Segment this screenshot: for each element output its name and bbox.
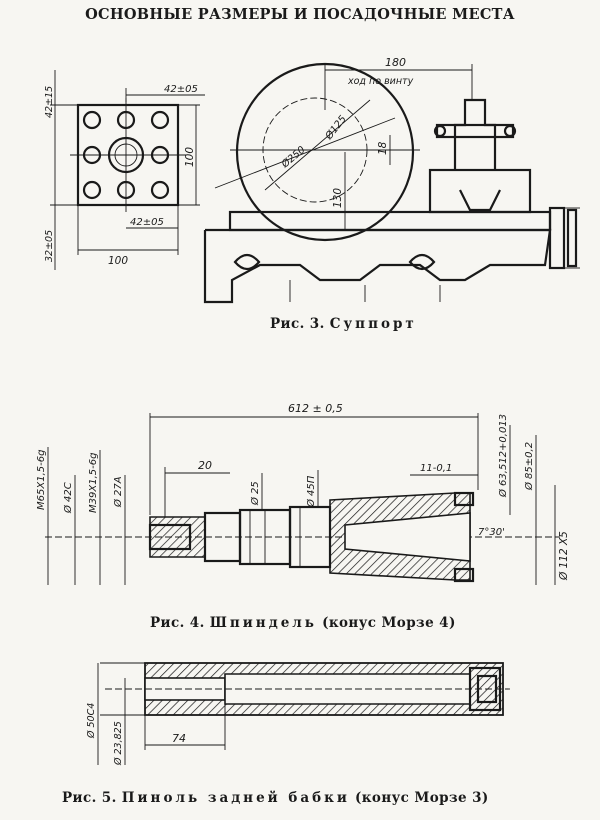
dim-travel: 180: [385, 56, 406, 69]
figure-4-caption-title: Шпиндель: [209, 615, 317, 631]
dim-d125: Ø125: [322, 113, 349, 142]
quill-body: [105, 662, 510, 716]
dim-d23: Ø 23,825: [113, 721, 124, 766]
dim-d85: Ø 85±0,2: [523, 442, 535, 491]
spindle-body: [45, 491, 560, 583]
spindle-drawing: 612 ± 0,5 M65X1,5-6g Ø 42C M39X1,5-6g Ø …: [36, 402, 570, 585]
flange-plate: [70, 98, 186, 212]
dim-len20: 20: [198, 459, 212, 472]
dim-travel-note: ход по винту: [347, 76, 414, 87]
figure-4-caption: Рис. 4. Шпиндель (конус Морзе 4): [150, 615, 456, 631]
dim-side-height: 100: [184, 147, 196, 167]
quill-dimensions: Ø 50С4 Ø 23,825 74: [86, 662, 226, 766]
dim-bottom-spacing: 42±05: [130, 217, 164, 228]
dim-d50: Ø 50С4: [86, 703, 97, 739]
dim-d63: Ø 63,512+0,013: [497, 414, 509, 498]
page-heading: ОСНОВНЫЕ РАЗМЕРЫ И ПОСАДОЧНЫЕ МЕСТА: [85, 6, 515, 23]
dim-d25: Ø 25: [249, 481, 261, 506]
figure-3-caption: Рис. 3. Суппорт: [270, 316, 417, 332]
spindle-dimensions: 612 ± 0,5 M65X1,5-6g Ø 42C M39X1,5-6g Ø …: [36, 402, 570, 585]
dim-top-tol: 42±15: [44, 86, 55, 118]
figure-4-caption-note: (конус Морзе 4): [322, 615, 456, 631]
dim-top-spacing: 42±05: [164, 84, 198, 95]
figure-5-caption-note: (конус Морзе 3): [355, 790, 489, 806]
dim-width: 100: [108, 255, 128, 267]
figure-3-caption-title: Суппорт: [329, 316, 417, 332]
dim-h130: 130: [332, 188, 344, 208]
dim-bottom-tol: 32±05: [44, 230, 55, 262]
dim-angle: 7°30': [478, 527, 505, 538]
dim-len11: 11-0,1: [420, 463, 452, 474]
figure-4: 612 ± 0,5 M65X1,5-6g Ø 42C M39X1,5-6g Ø …: [0, 385, 600, 610]
carriage-body: Ø250 Ø125: [203, 62, 580, 304]
carriage-dimensions: 180 ход по винту 130 18: [324, 56, 473, 230]
figure-5-caption: Рис. 5. Пиноль задней бабки (конус Морзе…: [62, 790, 489, 806]
figure-3: 42±15 32±05 42±05 100 42±05 100: [0, 40, 600, 340]
dim-len74: 74: [172, 732, 186, 745]
dim-d45: Ø 45П: [305, 475, 317, 508]
figure-3-caption-prefix: Рис. 3.: [270, 316, 325, 332]
support-drawing: 42±15 32±05 42±05 100 42±05 100: [44, 56, 580, 304]
figure-4-caption-prefix: Рис. 4.: [150, 615, 205, 631]
figure-5-caption-prefix: Рис. 5.: [62, 790, 117, 806]
dim-length: 612 ± 0,5: [288, 402, 343, 415]
dim-thread1: M65X1,5-6g: [36, 450, 47, 510]
dim-h18: 18: [377, 141, 389, 155]
quill-drawing: Ø 50С4 Ø 23,825 74: [86, 662, 510, 766]
plate-dimensions: 42±15 32±05 42±05 100 42±05 100: [44, 70, 205, 270]
figure-5: Ø 50С4 Ø 23,825 74: [0, 650, 600, 770]
dim-d112: Ø 112 Х5: [558, 531, 570, 581]
figure-5-caption-title: Пиноль задней бабки: [121, 790, 350, 806]
dim-d42: Ø 42C: [62, 482, 74, 514]
dim-d27: Ø 27A: [112, 476, 124, 508]
dim-thread2: M39X1,5-6g: [88, 453, 99, 513]
